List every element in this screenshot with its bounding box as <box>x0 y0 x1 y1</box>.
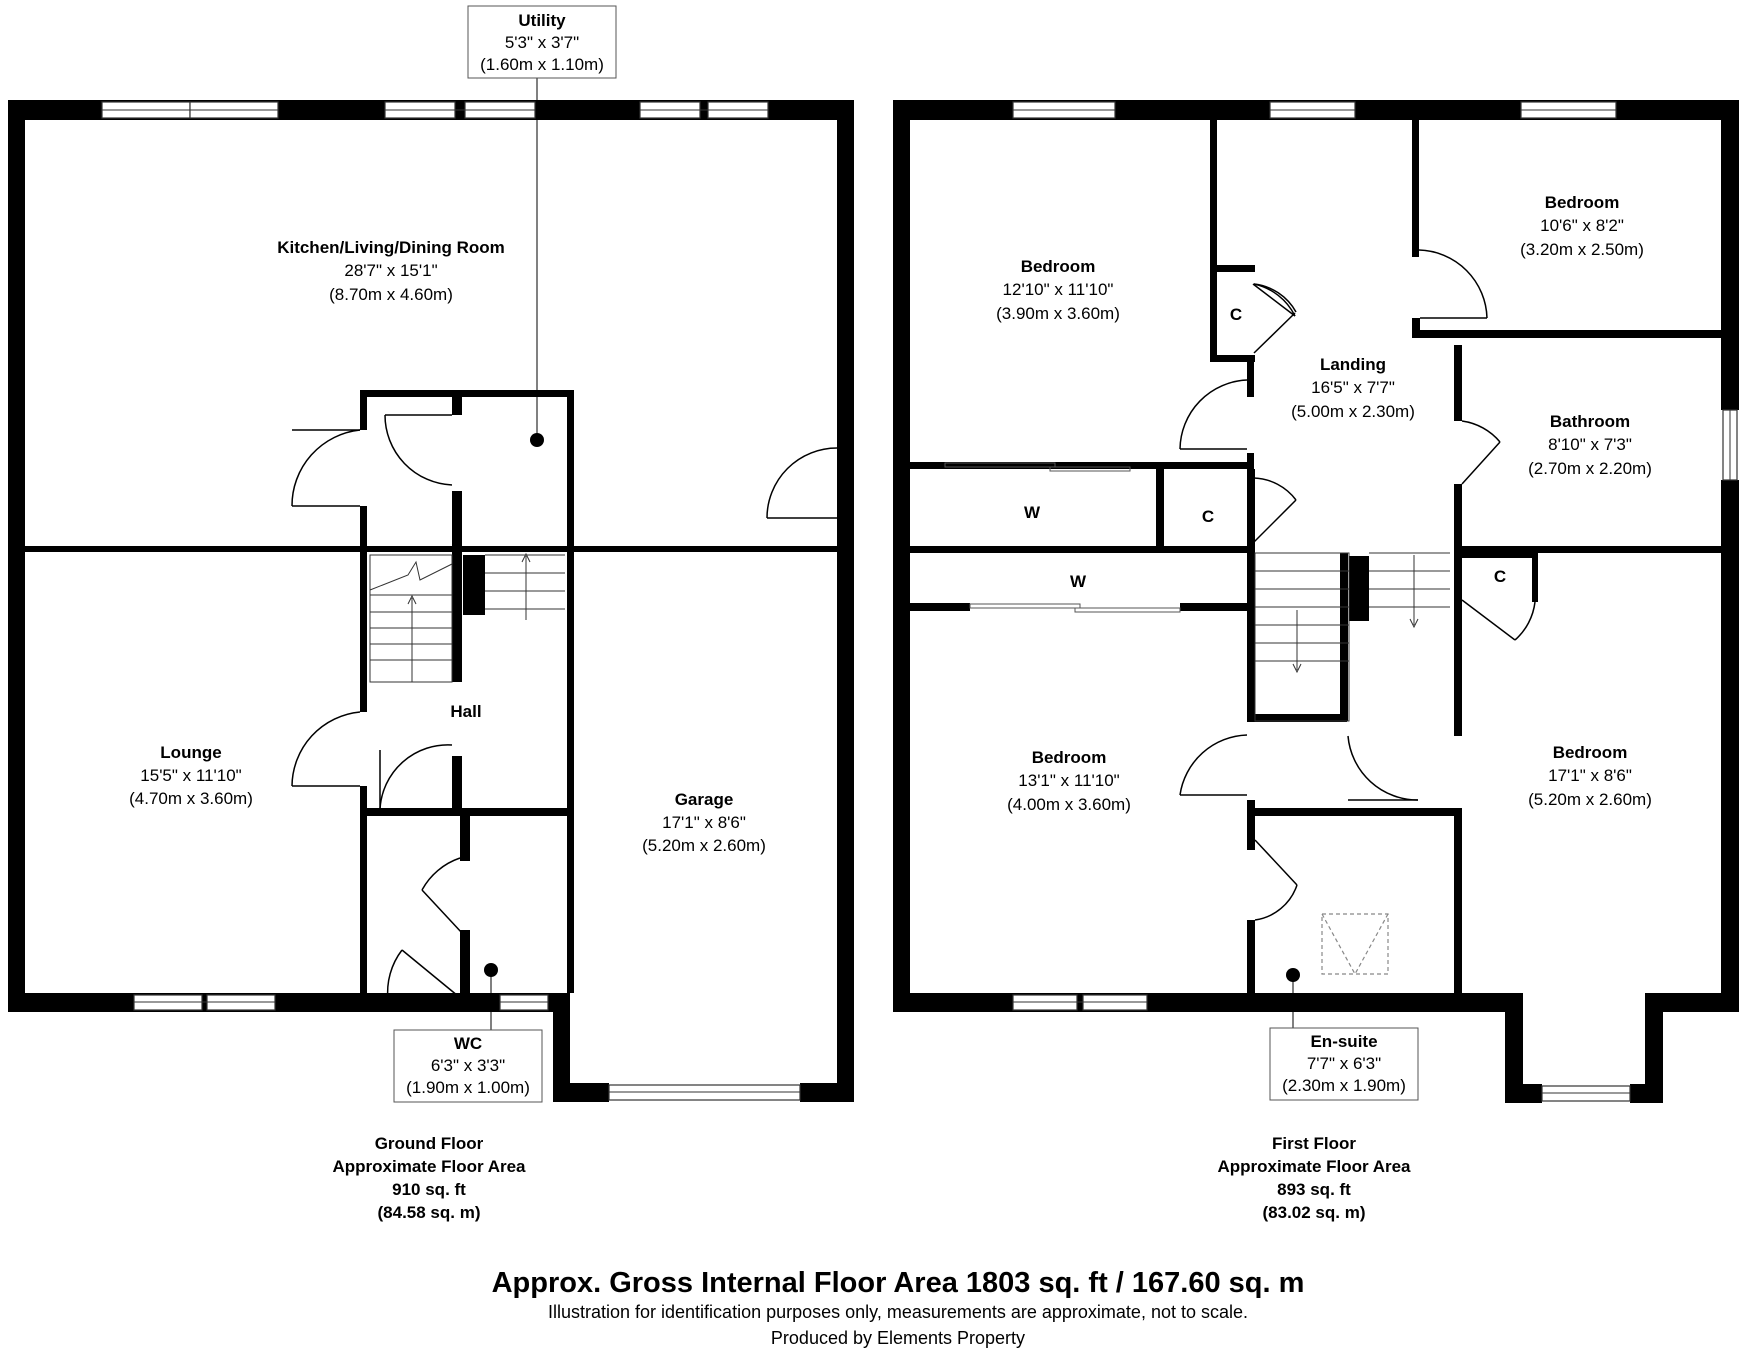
garage-imperial: 17'1" x 8'6" <box>662 813 746 832</box>
ground-floor-sqft: 910 sq. ft <box>392 1180 466 1199</box>
landing-imperial: 16'5" x 7'7" <box>1311 378 1395 397</box>
ground-floor-title: Ground Floor <box>375 1134 484 1153</box>
ensuite-label-box <box>1269 1027 1419 1101</box>
utility-imperial: 5'3" x 3'7" <box>505 33 579 52</box>
wc-metric: (1.90m x 1.00m) <box>406 1078 530 1097</box>
ground-floor-plan <box>8 5 854 1103</box>
bedroom-sw-imperial: 13'1" x 11'10" <box>1018 771 1119 790</box>
bedroom-nw-name: Bedroom <box>1021 257 1096 276</box>
cupboard-label: C <box>1230 305 1242 324</box>
disclaimer: Illustration for identification purposes… <box>548 1302 1248 1322</box>
cupboard-label: C <box>1494 567 1506 586</box>
ensuite-imperial: 7'7" x 6'3" <box>1307 1054 1381 1073</box>
ground-floor-sqm: (84.58 sq. m) <box>378 1203 481 1222</box>
cupboard-label: C <box>1202 507 1214 526</box>
ground-floor-door-swings <box>291 414 838 1001</box>
first-floor-plan <box>893 100 1739 1103</box>
bedroom-se-name: Bedroom <box>1553 743 1628 762</box>
first-floor-door-swings <box>1179 249 1536 921</box>
first-floor-subtitle: Approximate Floor Area <box>1217 1157 1411 1176</box>
bathroom-imperial: 8'10" x 7'3" <box>1548 435 1632 454</box>
bathroom-name: Bathroom <box>1550 412 1630 431</box>
first-floor-sqm: (83.02 sq. m) <box>1263 1203 1366 1222</box>
first-floor-sqft: 893 sq. ft <box>1277 1180 1351 1199</box>
first-floor-glazing-lines <box>1013 109 1731 1094</box>
room-labels: Utility 5'3" x 3'7" (1.60m x 1.10m) Kitc… <box>129 11 1652 1348</box>
garage-name: Garage <box>675 790 734 809</box>
wc-name: WC <box>454 1034 482 1053</box>
kitchen-metric: (8.70m x 4.60m) <box>329 285 453 304</box>
window-glazing-lines <box>102 109 800 1093</box>
wardrobe-sliding-doors <box>944 462 1181 613</box>
garage-metric: (5.20m x 2.60m) <box>642 836 766 855</box>
bedroom-nw-imperial: 12'10" x 11'10" <box>1003 280 1114 299</box>
bathroom-metric: (2.70m x 2.20m) <box>1528 459 1652 478</box>
ensuite-name: En-suite <box>1310 1032 1377 1051</box>
bedroom-se-metric: (5.20m x 2.60m) <box>1528 790 1652 809</box>
lounge-imperial: 15'5" x 11'10" <box>140 766 241 785</box>
skylight <box>1321 913 1389 976</box>
bedroom-ne-metric: (3.20m x 2.50m) <box>1520 240 1644 259</box>
first-floor-pointers <box>1286 968 1300 1030</box>
gross-area: Approx. Gross Internal Floor Area 1803 s… <box>492 1267 1305 1299</box>
ground-floor-subtitle: Approximate Floor Area <box>332 1157 526 1176</box>
ensuite-metric: (2.30m x 1.90m) <box>1282 1076 1406 1095</box>
lounge-metric: (4.70m x 3.60m) <box>129 789 253 808</box>
bedroom-sw-name: Bedroom <box>1032 748 1107 767</box>
kitchen-imperial: 28'7" x 15'1" <box>344 261 437 280</box>
lounge-name: Lounge <box>160 743 221 762</box>
utility-label-box <box>467 5 617 79</box>
wc-label-box <box>393 1029 543 1103</box>
landing-name: Landing <box>1320 355 1386 374</box>
ground-floor-pointers <box>484 73 544 1030</box>
producer: Produced by Elements Property <box>771 1328 1025 1348</box>
bedroom-ne-name: Bedroom <box>1545 193 1620 212</box>
wardrobe-label: W <box>1070 572 1087 591</box>
wardrobe-label: W <box>1024 503 1041 522</box>
utility-metric: (1.60m x 1.10m) <box>480 55 604 74</box>
bedroom-nw-metric: (3.90m x 3.60m) <box>996 304 1120 323</box>
first-floor-stairs <box>1254 552 1450 722</box>
bedroom-se-imperial: 17'1" x 8'6" <box>1548 766 1632 785</box>
utility-name: Utility <box>518 11 566 30</box>
ground-floor-stairs <box>369 552 565 683</box>
landing-metric: (5.00m x 2.30m) <box>1291 402 1415 421</box>
bedroom-sw-metric: (4.00m x 3.60m) <box>1007 795 1131 814</box>
bedroom-ne-imperial: 10'6" x 8'2" <box>1540 216 1624 235</box>
hall-name: Hall <box>450 702 481 721</box>
wc-imperial: 6'3" x 3'3" <box>431 1056 505 1075</box>
kitchen-name: Kitchen/Living/Dining Room <box>277 238 505 257</box>
first-floor-title: First Floor <box>1272 1134 1356 1153</box>
